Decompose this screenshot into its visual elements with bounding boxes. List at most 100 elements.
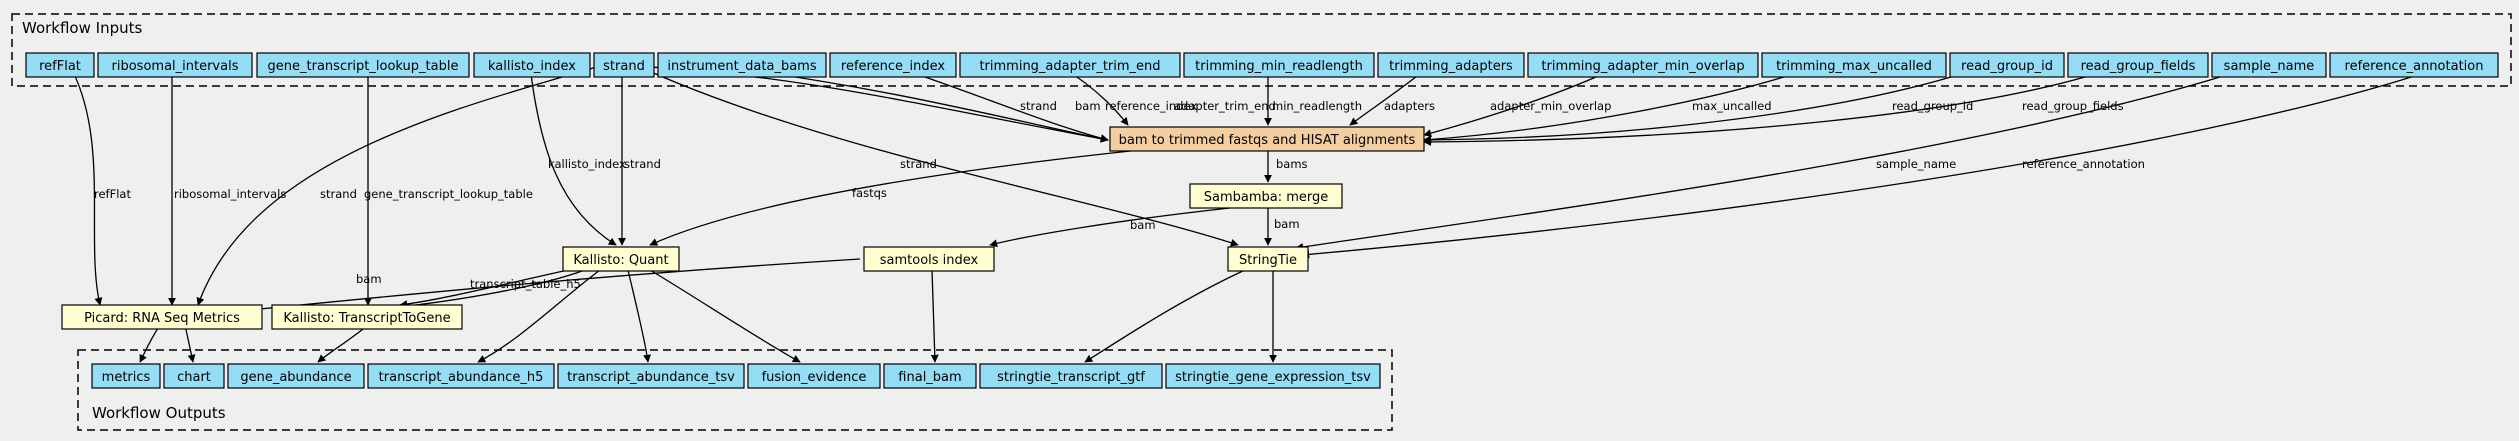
step-node-kallisto-t2g[interactable]: Kallisto: TranscriptToGene: [271, 304, 463, 330]
edge-max-uncalled: [1423, 65, 1819, 144]
output-node-transcript-abundance-tsv-label: transcript_abundance_tsv: [567, 370, 735, 385]
output-node-gene-abundance-label: gene_abundance: [240, 370, 351, 385]
input-node-read-group-fields-label: read_group_fields: [2081, 59, 2196, 74]
step-node-samtools-index[interactable]: samtools index: [863, 246, 995, 272]
input-node-trimming-adapter-min-overlap[interactable]: trimming_adapter_min_overlap: [1527, 52, 1759, 78]
input-node-trimming-max-uncalled[interactable]: trimming_max_uncalled: [1761, 52, 1947, 78]
input-node-trimming-min-readlength-label: trimming_min_readlength: [1195, 59, 1363, 74]
output-node-final-bam[interactable]: final_bam: [883, 363, 977, 389]
edge-samtools-to-final-bam: [930, 269, 939, 363]
step-node-picard-label: Picard: RNA Seq Metrics: [84, 311, 240, 326]
step-node-kallisto-quant-label: Kallisto: Quant: [573, 253, 668, 268]
edge-read-group-id: [1423, 65, 1986, 144]
input-node-trimming-adapter-trim-end-label: trimming_adapter_trim_end: [979, 59, 1160, 74]
input-node-strand-label: strand: [603, 59, 645, 74]
input-node-reference-index[interactable]: reference_index: [829, 52, 957, 78]
edge-label-strand-picard: strand: [320, 187, 357, 201]
edge-label-fastqs: fastqs: [852, 186, 887, 200]
output-node-fusion-evidence-label: fusion_evidence: [762, 370, 867, 385]
edge-label-gene-transcript-lookup: gene_transcript_lookup_table: [364, 187, 533, 201]
step-node-kallisto-quant[interactable]: Kallisto: Quant: [562, 246, 680, 272]
edge-read-group-fields: [1423, 65, 2121, 146]
edge-label-bam-stringtie: bam: [1274, 217, 1300, 231]
edge-label-adapter-min-overlap: adapter_min_overlap: [1490, 99, 1611, 113]
input-node-instrument-data-bams-label: instrument_data_bams: [667, 59, 816, 74]
input-node-trimming-adapter-trim-end[interactable]: trimming_adapter_trim_end: [959, 52, 1181, 78]
edge-strand-to-stringtie: [637, 65, 1239, 247]
input-node-trimming-adapters[interactable]: trimming_adapters: [1377, 52, 1525, 78]
output-node-chart[interactable]: chart: [163, 363, 225, 389]
step-node-kallisto-t2g-label: Kallisto: TranscriptToGene: [283, 311, 450, 326]
edge-picard-to-chart: [184, 324, 196, 363]
output-node-stringtie-gene-expression-tsv[interactable]: stringtie_gene_expression_tsv: [1165, 363, 1381, 389]
output-node-transcript-abundance-tsv[interactable]: transcript_abundance_tsv: [557, 363, 745, 389]
edge-picard-to-metrics: [139, 324, 161, 363]
edge-label-strand-kallisto: strand: [624, 157, 661, 171]
step-node-stringtie-label: StringTie: [1239, 253, 1297, 268]
step-node-picard[interactable]: Picard: RNA Seq Metrics: [61, 304, 263, 330]
output-node-stringtie-gene-expression-tsv-label: stringtie_gene_expression_tsv: [1175, 370, 1371, 385]
input-node-ribosomal-intervals[interactable]: ribosomal_intervals: [97, 52, 253, 78]
output-node-fusion-evidence[interactable]: fusion_evidence: [747, 363, 881, 389]
edge-label-bams: bams: [1276, 157, 1308, 171]
output-node-stringtie-transcript-gtf-label: stringtie_transcript_gtf: [997, 370, 1145, 385]
edge-label-read-group-fields: read_group_fields: [2022, 99, 2124, 113]
step-node-bam-to-trimmed[interactable]: bam to trimmed fastqs and HISAT alignmen…: [1109, 126, 1425, 152]
input-node-trimming-max-uncalled-label: trimming_max_uncalled: [1776, 59, 1932, 74]
output-node-metrics-label: metrics: [102, 370, 151, 385]
edge-label-kallisto-index: kallisto_index: [548, 157, 626, 171]
input-node-read-group-id[interactable]: read_group_id: [1949, 52, 2065, 78]
edge-bam-to-samtools: [989, 207, 1231, 248]
edge-label-bam-samtools: bam: [1130, 218, 1156, 232]
edge-fastqs: [649, 149, 1141, 246]
output-node-final-bam-label: final_bam: [898, 370, 961, 385]
edge-label-adapter-trim-end: adapter_trim_end: [1174, 99, 1276, 113]
output-node-chart-label: chart: [177, 370, 211, 385]
edge-stringtie-to-gtf: [1084, 269, 1246, 363]
edge-label-bam-picard: bam: [356, 272, 382, 286]
input-node-refflat-label: refFlat: [39, 59, 81, 74]
input-node-strand[interactable]: strand: [593, 52, 655, 78]
input-node-gene-transcript-lookup-table-label: gene_transcript_lookup_table: [268, 59, 459, 74]
output-node-transcript-abundance-h5-label: transcript_abundance_h5: [379, 370, 544, 385]
edge-bam-to-picard: [249, 258, 861, 314]
input-node-sample-name[interactable]: sample_name: [2211, 52, 2327, 78]
input-node-trimming-adapters-label: trimming_adapters: [1389, 59, 1513, 74]
step-node-samtools-index-label: samtools index: [880, 253, 979, 268]
workflow-outputs-cluster: Workflow Outputs: [77, 349, 1393, 431]
input-node-sample-name-label: sample_name: [2224, 59, 2315, 74]
input-node-gene-transcript-lookup-table[interactable]: gene_transcript_lookup_table: [256, 52, 470, 78]
output-node-metrics[interactable]: metrics: [91, 363, 161, 389]
output-node-gene-abundance[interactable]: gene_abundance: [227, 363, 365, 389]
input-node-ribosomal-intervals-label: ribosomal_intervals: [112, 59, 239, 74]
edge-label-ribosomal-intervals: ribosomal_intervals: [174, 187, 286, 201]
edge-refflat: [69, 65, 103, 306]
step-node-stringtie[interactable]: StringTie: [1227, 246, 1309, 272]
edge-kallisto-to-tsv: [627, 269, 651, 363]
edge-label-min-readlength: min_readlength: [1272, 99, 1362, 113]
input-node-read-group-fields[interactable]: read_group_fields: [2067, 52, 2209, 78]
edge-reference-annotation: [1301, 65, 2446, 259]
output-node-transcript-abundance-h5[interactable]: transcript_abundance_h5: [367, 363, 555, 389]
input-node-reference-annotation[interactable]: reference_annotation: [2329, 52, 2499, 78]
edge-kallisto-index: [529, 65, 617, 246]
edge-sample-name: [1295, 65, 2256, 251]
edge-strand-to-picard: [196, 65, 601, 306]
output-node-stringtie-transcript-gtf[interactable]: stringtie_transcript_gtf: [979, 363, 1163, 389]
step-node-sambamba-merge-label: Sambamba: merge: [1204, 190, 1329, 205]
input-node-instrument-data-bams[interactable]: instrument_data_bams: [657, 52, 827, 78]
workflow-outputs-label: Workflow Outputs: [92, 404, 226, 422]
edge-kallisto-to-h5: [477, 269, 601, 363]
edge-t2g-to-gene-abundance: [317, 324, 369, 363]
step-node-bam-to-trimmed-label: bam to trimmed fastqs and HISAT alignmen…: [1119, 133, 1416, 148]
edge-kallisto-to-t2g-short: [399, 267, 591, 311]
input-node-kallisto-index[interactable]: kallisto_index: [473, 52, 591, 78]
input-node-trimming-min-readlength[interactable]: trimming_min_readlength: [1183, 52, 1375, 78]
input-node-read-group-id-label: read_group_id: [1961, 59, 2053, 74]
input-node-trimming-adapter-min-overlap-label: trimming_adapter_min_overlap: [1541, 59, 1744, 74]
edge-label-refflat: refFlat: [94, 187, 131, 201]
input-node-refflat[interactable]: refFlat: [25, 52, 95, 78]
step-node-sambamba-merge[interactable]: Sambamba: merge: [1189, 183, 1343, 209]
edge-label-strand: strand: [1020, 99, 1057, 113]
